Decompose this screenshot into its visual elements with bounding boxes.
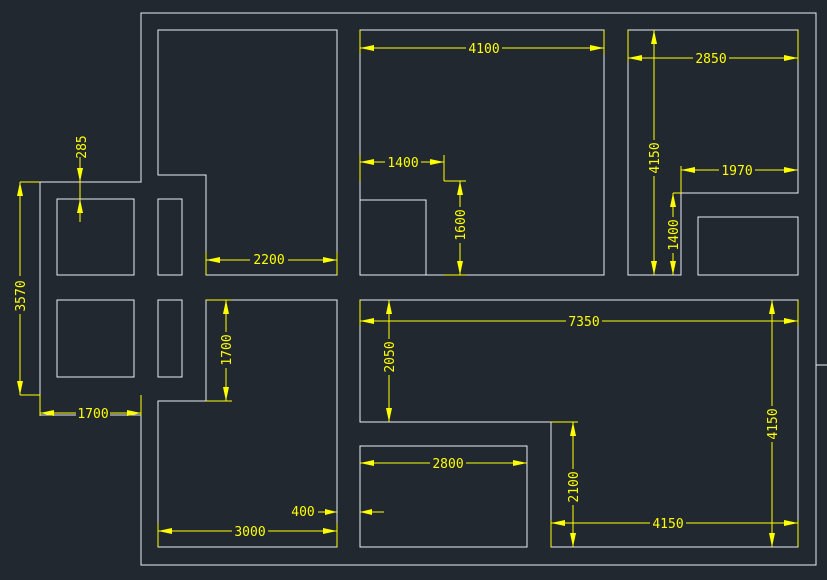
dim-text-1970: 1970 [721, 164, 752, 179]
dim-text-2850: 2850 [695, 52, 726, 67]
dim-text-3570: 3570 [14, 280, 29, 311]
dim-4100: 4100 [359, 30, 605, 57]
dim-1700-vertical: 1700 [206, 299, 235, 402]
dim-text-4150-right: 4150 [766, 408, 781, 439]
room-living [359, 299, 799, 548]
room-top-right-closet [697, 216, 799, 276]
dim-3000: 3000 [157, 523, 338, 547]
block-left-lower [56, 299, 135, 378]
dim-text-285: 285 [75, 135, 90, 158]
dim-text-4150-bottom: 4150 [652, 517, 683, 532]
dim-text-7350: 7350 [568, 315, 599, 330]
dim-2050: 2050 [383, 300, 398, 422]
dim-text-4100: 4100 [468, 42, 499, 57]
dim-7350: 7350 [359, 300, 799, 330]
column-upper [157, 198, 183, 276]
dim-1400-vertical: 1400 [667, 192, 682, 275]
dim-text-2050: 2050 [383, 341, 398, 372]
room-bottom-center [359, 445, 528, 548]
dim-285: 285 [75, 135, 90, 222]
dim-text-400: 400 [291, 505, 314, 520]
block-left-upper [56, 198, 135, 276]
dim-4150-top: 4150 [648, 30, 663, 275]
dim-text-1700-bottom: 1700 [77, 407, 108, 422]
dim-400: 400 [291, 505, 384, 520]
column-lower [157, 299, 183, 378]
walls [39, 12, 827, 566]
dim-text-1600: 1600 [454, 209, 469, 240]
dim-4150-right: 4150 [766, 300, 781, 547]
dim-text-1400-horizontal: 1400 [387, 156, 418, 171]
dim-text-1700-vertical: 1700 [220, 334, 235, 365]
dim-text-2800: 2800 [432, 457, 463, 472]
dim-text-2200: 2200 [253, 253, 284, 268]
dim-text-3000: 3000 [234, 525, 265, 540]
dim-1400-horizontal: 1400 [359, 155, 445, 181]
dim-1600: 1600 [444, 180, 469, 276]
dimensions: 285 3570 1700 [14, 30, 799, 547]
outer-boundary [39, 12, 817, 566]
dim-text-2100: 2100 [567, 471, 582, 502]
dim-4150-bottom: 4150 [550, 516, 799, 547]
dim-text-1400-vertical: 1400 [667, 219, 682, 250]
dim-1700-bottom: 1700 [39, 395, 142, 422]
dim-2200: 2200 [205, 252, 338, 275]
room-top-left [157, 29, 338, 276]
dim-text-4150-top: 4150 [648, 142, 663, 173]
dim-2850: 2850 [627, 30, 799, 67]
dim-3570: 3570 [14, 181, 40, 396]
dim-2800: 2800 [360, 456, 527, 472]
room-top-center [359, 29, 605, 276]
room-top-center-closet [359, 199, 427, 276]
dim-1970: 1970 [680, 163, 798, 193]
dim-2100: 2100 [551, 421, 582, 547]
